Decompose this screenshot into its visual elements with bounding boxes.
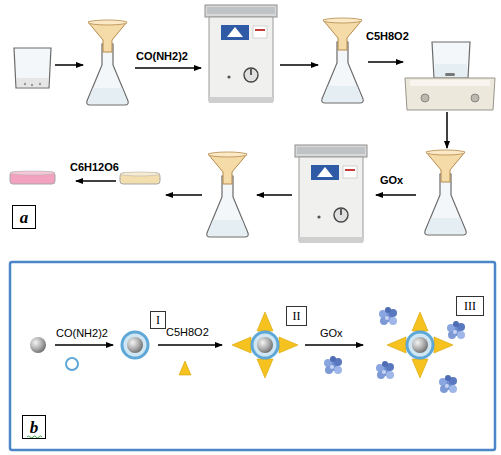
structure-three xyxy=(376,361,394,379)
reagent-label: C5H8O2 xyxy=(366,30,409,42)
beaker xyxy=(14,48,51,88)
structure-three xyxy=(379,307,397,325)
stage-label-box: III xyxy=(456,296,484,316)
process-arrows xyxy=(166,194,202,196)
process-arrows xyxy=(446,112,448,148)
reagent-label: C5H8O2 xyxy=(166,326,209,338)
process-arrows xyxy=(376,194,416,196)
ultrasonic-bath xyxy=(295,145,367,243)
reagent-label: GOx xyxy=(320,327,343,339)
process-arrows xyxy=(55,62,447,195)
structure-two xyxy=(232,312,298,378)
squiggle-underline xyxy=(27,436,42,438)
magnetic-stirrer xyxy=(471,94,479,102)
beaker xyxy=(39,83,41,85)
box-label: II xyxy=(293,310,301,322)
ultrasonic-bath xyxy=(205,5,277,103)
panel-label-box: a xyxy=(12,205,36,229)
process-arrows xyxy=(55,344,363,346)
reagent-label: CO(NH2)2 xyxy=(136,50,188,62)
process-arrows xyxy=(280,64,318,66)
flask xyxy=(87,20,128,105)
magnetic-stirrer xyxy=(405,42,495,110)
beaker xyxy=(24,83,26,85)
magnetic-stirrer xyxy=(445,73,455,76)
yellow-triangle xyxy=(179,361,191,375)
panel-label-box: b xyxy=(22,415,46,439)
petri-dish xyxy=(10,171,55,175)
reagent-label: CO(NH2)2 xyxy=(56,327,108,339)
magnetic-stirrer xyxy=(410,80,490,86)
petri-dish xyxy=(10,172,55,184)
box-label: III xyxy=(464,300,476,312)
process-arrows xyxy=(305,344,363,346)
process-arrows xyxy=(257,194,292,196)
structure-three xyxy=(407,332,433,358)
petri-dish xyxy=(120,173,160,184)
stage-label-box: I xyxy=(150,311,166,329)
reagent-label: GOx xyxy=(380,174,403,186)
petri-dish xyxy=(120,172,160,184)
process-arrows xyxy=(135,67,201,69)
panel-frame xyxy=(10,262,495,450)
stage-label-box: II xyxy=(286,306,307,326)
process-arrows xyxy=(368,61,403,63)
structure-three xyxy=(447,321,465,339)
structure-two xyxy=(232,312,298,378)
magnetic-stirrer xyxy=(421,94,429,102)
magnetic-stirrer xyxy=(435,64,467,77)
flask xyxy=(322,18,363,103)
process-arrows xyxy=(55,64,83,66)
beaker xyxy=(17,78,48,87)
box-label: a xyxy=(20,209,29,226)
magnetic-stirrer xyxy=(432,42,470,78)
box-label: I xyxy=(156,314,160,326)
reagent-label: C6H12O6 xyxy=(70,161,119,173)
urea-ring xyxy=(66,358,78,370)
petri-dish xyxy=(10,171,55,184)
structure-three xyxy=(376,307,465,393)
structure-three xyxy=(387,312,453,378)
coated-sphere xyxy=(122,332,148,358)
bare-sphere xyxy=(30,337,46,353)
beaker xyxy=(31,84,33,86)
magnetic-stirrer xyxy=(405,78,495,110)
petri-dish xyxy=(120,172,160,176)
flask xyxy=(425,150,466,235)
process-arrows xyxy=(158,344,222,346)
gox-enzyme xyxy=(324,356,342,374)
process-arrows xyxy=(76,180,116,182)
box-label: b xyxy=(30,419,39,436)
structure-three xyxy=(439,375,457,393)
flask xyxy=(207,152,248,237)
process-arrows xyxy=(55,344,113,346)
structure-two xyxy=(252,332,278,358)
beaker xyxy=(14,48,51,88)
